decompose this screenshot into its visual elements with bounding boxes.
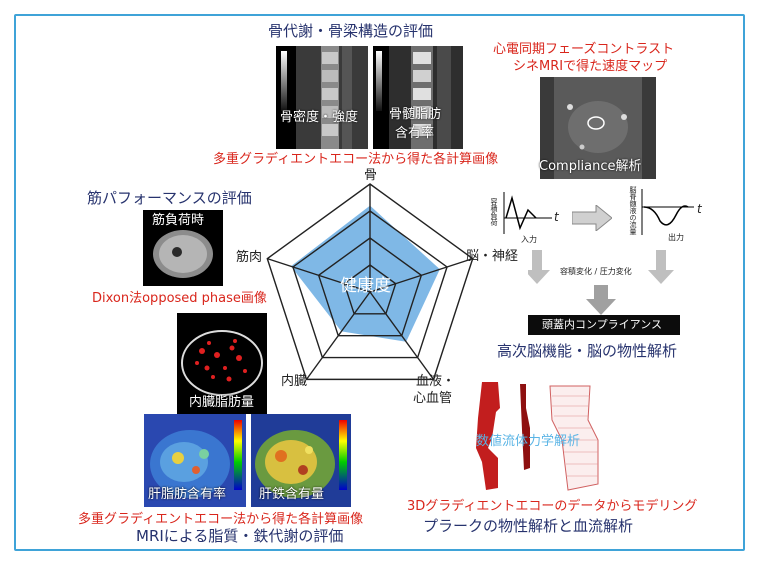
cfd-label: 数値流体力学解析 <box>476 434 581 449</box>
radar-spoke <box>369 291 435 380</box>
brain-section-title: 高次脳機能・脳の物性解析 <box>497 342 678 360</box>
heart-title-line1: 心電同期フェーズコントラスト <box>493 42 675 57</box>
liver-fat-image <box>144 414 246 507</box>
heart-title-line2: シネMRIで得た速度マップ <box>513 59 668 74</box>
radar-axis-blood-2: 心血管 <box>413 391 453 406</box>
bone-caption: 多重グラディエントエコー法から得た各計算画像 <box>213 152 499 167</box>
bone-marrow-fat-label-2: 含有率 <box>395 126 435 141</box>
bone-marrow-fat-label: 骨髄脂肪 <box>389 107 442 122</box>
radar-ring <box>266 183 474 381</box>
bone-density-label: 骨密度・強度 <box>280 110 359 125</box>
radar-ring <box>343 264 397 315</box>
bracket-arrows <box>524 250 678 294</box>
down-arrow <box>586 285 616 319</box>
bone-section-title: 骨代謝・骨梁構造の評価 <box>268 22 434 40</box>
output-graph-t: t <box>697 202 702 216</box>
bone-marrow-fat-image <box>373 46 463 149</box>
compliance-label: Compliance解析 <box>539 159 642 174</box>
process-arrow <box>571 203 613 235</box>
radar-axis-brain: 脳・神経 <box>466 249 519 264</box>
outer-frame <box>14 14 745 551</box>
liver-fat-label: 肝脂肪含有率 <box>148 487 227 502</box>
radar-ring <box>292 210 448 359</box>
radar-spoke <box>369 257 473 293</box>
liver-caption: 多重グラディエントエコー法から得た各計算画像 <box>78 512 364 527</box>
icp-label: 頭蓋内コンプライアンス <box>542 318 663 331</box>
visceral-fat-label: 内臓脂肪量 <box>189 395 255 410</box>
output-graph-xlabel: 出力 <box>668 233 684 242</box>
muscle-section-title: 筋パフォーマンスの評価 <box>87 189 252 207</box>
bone-density-image <box>276 46 368 149</box>
radar-spoke <box>305 291 371 380</box>
radar-axis-muscle: 筋肉 <box>236 250 263 265</box>
radar-center-label: 健康度 <box>340 276 391 296</box>
plaque-caption: 3Dグラディエントエコーのデータからモデリング <box>407 499 698 514</box>
radar-axis-blood: 血液・ <box>416 374 456 389</box>
vessel-model-mesh <box>540 380 620 500</box>
output-graph <box>624 185 704 247</box>
velocity-map-image <box>540 77 656 179</box>
liver-iron-image <box>251 414 351 507</box>
radar-ring <box>317 237 423 337</box>
icp-box <box>528 315 680 335</box>
input-graph <box>482 188 562 250</box>
liver-section-title: MRIによる脂質・鉄代謝の評価 <box>136 527 344 545</box>
input-graph-t: t <box>554 210 559 224</box>
change-label: 容積変化 / 圧力変化 <box>560 267 632 276</box>
input-graph-xlabel: 入力 <box>521 235 537 244</box>
radar-value-area <box>290 205 440 342</box>
radar-axis-bone: 骨 <box>364 168 378 183</box>
muscle-image <box>143 210 223 286</box>
visceral-fat-image <box>177 313 267 414</box>
input-graph-ylabel: 容積負荷 <box>490 198 498 226</box>
muscle-caption: Dixon法opposed phase画像 <box>92 291 267 306</box>
vessel-model-red <box>468 378 548 498</box>
radar-axis-visceral: 内臓 <box>281 374 308 389</box>
plaque-section-title: プラークの物性解析と血流解析 <box>423 517 634 535</box>
liver-iron-label: 肝鉄含有量 <box>259 487 325 502</box>
radar-spoke <box>267 257 371 293</box>
output-graph-ylabel: 脳脊髄液の流量 <box>629 186 637 235</box>
muscle-image-label: 筋負荷時 <box>152 213 205 228</box>
